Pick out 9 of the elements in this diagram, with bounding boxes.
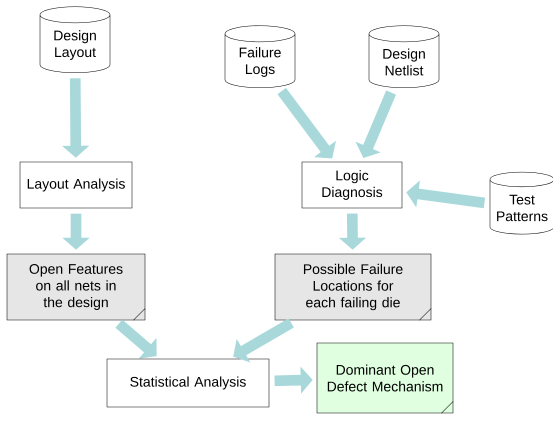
block-arrow [233,318,294,362]
database-cylinder: Failure Logs [224,25,296,88]
database-cylinder: Design Netlist [368,25,440,88]
process-box: Layout Analysis [20,162,132,208]
process-box: Statistical Analysis [106,358,270,408]
process-box: Logic Diagnosis [302,162,402,208]
database-cylinder: Design Layout [40,6,110,73]
database-cylinder: Test Patterns [490,172,553,234]
block-arrow [277,88,336,158]
